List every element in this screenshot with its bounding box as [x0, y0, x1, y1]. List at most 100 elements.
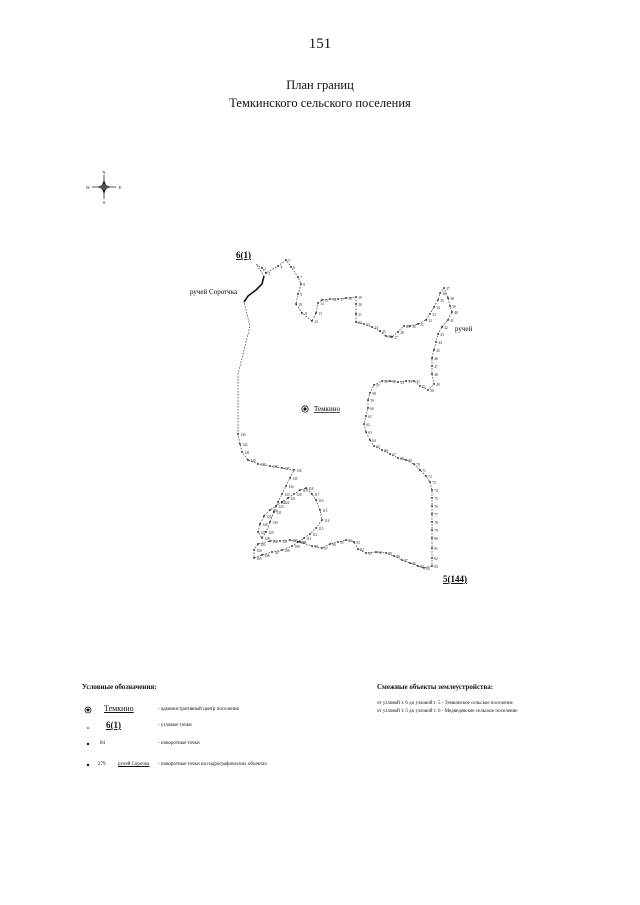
point-label-73: 73 [432, 481, 436, 485]
point-143-dot [237, 433, 239, 435]
point-label-30: 30 [412, 325, 416, 329]
point-label-51: 51 [422, 385, 426, 389]
point-118-dot [305, 487, 307, 489]
point-76-dot [431, 505, 433, 507]
point-33-dot [429, 313, 431, 315]
point-4-dot [277, 265, 279, 267]
point-label-22: 22 [358, 321, 362, 325]
point-27-dot [391, 336, 393, 338]
point-122-dot [281, 501, 283, 503]
point-126-dot [259, 523, 261, 525]
map-title-line2: Темкинского сельского поселения [229, 96, 411, 110]
point-label-16: 16 [332, 298, 336, 302]
compass-n: N [103, 170, 106, 175]
point-label-24: 24 [374, 326, 378, 330]
legend-text-point: - поворотные точки [158, 741, 200, 746]
point-label-88: 88 [396, 555, 400, 559]
point-71-dot [419, 469, 421, 471]
point-46-dot [431, 357, 433, 359]
point-label-98: 98 [314, 545, 318, 549]
point-label-96: 96 [332, 543, 336, 547]
point-23-dot [363, 323, 365, 325]
point-98-dot [311, 545, 313, 547]
point-label-4: 4 [280, 265, 282, 269]
point-label-105: 105 [256, 557, 262, 561]
point-91-dot [365, 552, 367, 554]
point-104-dot [253, 549, 255, 551]
point-label-42: 42 [444, 326, 448, 330]
point-22-dot [355, 321, 357, 323]
point-label-65: 65 [376, 445, 380, 449]
point-label-39: 39 [452, 305, 456, 309]
legend-text-node: - узловые точки [158, 723, 192, 728]
point-label-126: 126 [262, 523, 268, 527]
point-134-dot [285, 485, 287, 487]
point-42-dot [441, 326, 443, 328]
point-label-66: 66 [384, 449, 388, 453]
point-88-dot [393, 555, 395, 557]
point-81-dot [431, 547, 433, 549]
point-74-dot [431, 489, 433, 491]
point-119-dot [299, 489, 301, 491]
point-41-dot [447, 319, 449, 321]
point-label-7: 7 [300, 276, 302, 280]
point-121-dot [287, 497, 289, 499]
point-label-64: 64 [372, 439, 376, 443]
settlement-label: Темкино [314, 405, 340, 413]
point-label-90: 90 [378, 551, 382, 555]
point-label-137: 137 [284, 467, 290, 471]
compass-rose-icon: N S E W [86, 170, 122, 205]
point-label-120: 120 [296, 493, 302, 497]
point-127-dot [257, 531, 259, 533]
point-7-dot [297, 276, 299, 278]
point-111-dot [303, 537, 305, 539]
point-label-136: 136 [296, 469, 302, 473]
point-53-dot [405, 380, 407, 382]
point-82-dot [431, 557, 433, 559]
point-label-79: 79 [434, 529, 438, 533]
point-label-82: 82 [434, 557, 438, 561]
point-15-dot [321, 299, 323, 301]
adjacent-item-1: от узловой т. 6 до узловой т. 5 - Темкин… [377, 701, 513, 706]
point-label-10: 10 [298, 303, 302, 307]
point-34-dot [433, 306, 435, 308]
point-label-101: 101 [282, 540, 288, 544]
point-131-dot [273, 511, 275, 513]
point-label-43: 43 [440, 333, 444, 337]
point-label-21: 21 [358, 313, 362, 317]
point-19-dot [355, 296, 357, 298]
point-label-12: 12 [314, 320, 318, 324]
point-59-dot [367, 399, 369, 401]
point-84-dot [423, 567, 425, 569]
compass-s: S [103, 200, 105, 205]
point-47-dot [431, 365, 433, 367]
node-label-6: 6(1) [236, 250, 251, 260]
point-137-dot [281, 467, 283, 469]
point-92-dot [357, 548, 359, 550]
point-label-76: 76 [434, 505, 438, 509]
point-14-dot [317, 302, 319, 304]
point-73-dot [429, 481, 431, 483]
point-105-dot [253, 557, 255, 559]
stream-label-right: ручей [455, 325, 473, 333]
point-101-dot [279, 540, 281, 542]
point-label-13: 13 [318, 312, 322, 316]
stream-segment-sorochka [243, 275, 265, 303]
point-25-dot [379, 330, 381, 332]
point-62-dot [363, 423, 365, 425]
point-label-9: 9 [300, 293, 302, 297]
point-label-110: 110 [300, 541, 305, 545]
settlement-temkino: Темкино [301, 405, 340, 413]
point-68-dot [397, 457, 399, 459]
point-label-122: 122 [284, 501, 290, 505]
point-56-dot [381, 380, 383, 382]
point-49-dot [433, 383, 435, 385]
stream-label-sorochka: ручей Соротчка [190, 288, 238, 296]
point-40-dot [451, 311, 453, 313]
legend-node-dot [87, 727, 89, 729]
point-140-dot [247, 459, 249, 461]
legend-symbols [84, 706, 92, 767]
point-78-dot [431, 521, 433, 523]
legend-symbol-point: 84 [100, 741, 105, 746]
point-label-6: 6 [293, 266, 295, 270]
